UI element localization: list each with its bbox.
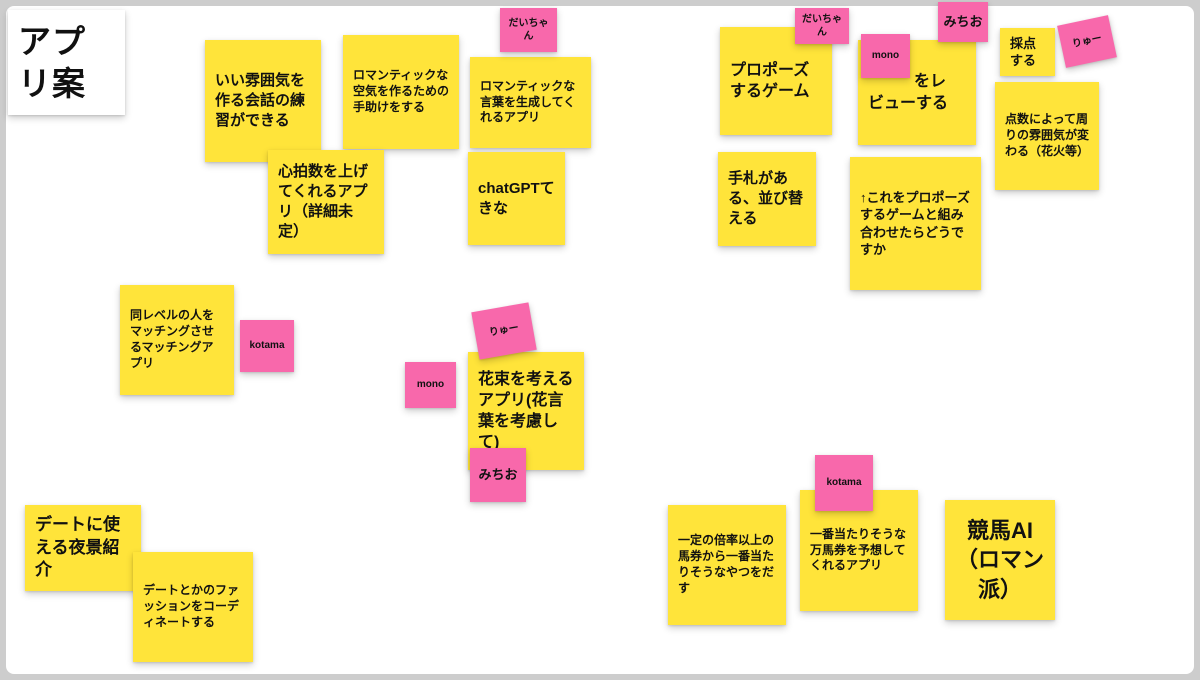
author-tag-mono-1[interactable]: mono — [861, 34, 910, 78]
note-text: いい雰囲気を作る会話の練習ができる — [215, 72, 306, 129]
sticky-note-review[interactable]: をレ ビューする — [858, 40, 976, 145]
note-text: 花束を考えるアプリ(花言葉を考慮して) — [478, 370, 574, 452]
author-name: mono — [871, 50, 900, 62]
sticky-note-propose-game[interactable]: プロポーズするゲーム — [720, 27, 832, 135]
author-name: kotama — [249, 340, 285, 352]
sticky-note-odds-horse-pick[interactable]: 一定の倍率以上の馬券から一番当たりそうなやつをだす — [668, 505, 786, 625]
sticky-note-grading[interactable]: 採点する — [1000, 28, 1055, 76]
sticky-note-good-mood-conversation-practice[interactable]: いい雰囲気を作る会話の練習ができる — [205, 40, 321, 162]
note-text: 競馬AI（ロマン派） — [955, 518, 1044, 602]
note-text: 採点する — [1010, 35, 1037, 68]
note-text: 一番当たりそうな万馬券を予想してくれるアプリ — [810, 526, 907, 573]
sticky-note-matching-app[interactable]: 同レベルの人をマッチングさせるマッチングアプリ — [120, 285, 234, 395]
note-text: ロマンティックな言葉を生成してくれるアプリ — [480, 78, 576, 125]
author-name: kotama — [826, 477, 862, 489]
author-name: だいちゃん — [508, 17, 549, 42]
note-text: 手札がある、並び替える — [728, 170, 804, 227]
note-text: プロポーズするゲーム — [730, 61, 810, 100]
sticky-note-romantic-air-helper[interactable]: ロマンティックな空気を作るための手助けをする — [343, 35, 459, 149]
note-text: 同レベルの人をマッチングさせるマッチングアプリ — [130, 308, 215, 370]
author-tag-michio-2[interactable]: みちお — [470, 448, 526, 502]
sticky-note-score-ambience[interactable]: 点数によって周りの雰囲気が変わる（花火等） — [995, 82, 1099, 190]
author-tag-kotama-1[interactable]: kotama — [240, 320, 294, 372]
author-tag-kotama-2[interactable]: kotama — [815, 455, 873, 511]
note-text: デートに使える夜景紹介 — [35, 515, 120, 580]
author-name: みちお — [943, 14, 983, 30]
author-name: mono — [416, 379, 445, 391]
note-text: アプリ案 — [18, 23, 86, 102]
note-text: 一定の倍率以上の馬券から一番当たりそうなやつをだす — [678, 533, 775, 595]
author-name: りゅー — [488, 322, 520, 339]
sticky-note-hand-cards-sort[interactable]: 手札がある、並び替える — [718, 152, 816, 246]
sticky-note-night-view-date[interactable]: デートに使える夜景紹介 — [25, 505, 141, 591]
sticky-note-keiba-ai[interactable]: 競馬AI（ロマン派） — [945, 500, 1055, 620]
sticky-note-combine-with-propose-game[interactable]: ↑これをプロポーズするゲームと組み合わせたらどうですか — [850, 157, 981, 290]
note-text: をレ ビューする — [868, 73, 949, 112]
author-tag-daichan-2[interactable]: だいちゃん — [795, 8, 849, 44]
author-tag-michio-1[interactable]: みちお — [938, 2, 988, 42]
note-text: 心拍数を上げてくれるアプリ（詳細未定） — [278, 163, 369, 240]
note-text: デートとかのファッションをコーディネートする — [143, 583, 240, 629]
author-name: だいちゃん — [802, 13, 842, 38]
author-tag-daichan-1[interactable]: だいちゃん — [500, 8, 557, 52]
sticky-note-romantic-words-generator[interactable]: ロマンティックな言葉を生成してくれるアプリ — [470, 57, 591, 148]
author-name: みちお — [478, 467, 518, 483]
sticky-note-date-fashion-coordinate[interactable]: デートとかのファッションをコーディネートする — [133, 552, 253, 662]
note-text: ↑これをプロポーズするゲームと組み合わせたらどうですか — [860, 190, 970, 257]
author-tag-mono-2[interactable]: mono — [405, 362, 456, 408]
sticky-note-heart-rate-app[interactable]: 心拍数を上げてくれるアプリ（詳細未定） — [268, 150, 384, 254]
note-text: ロマンティックな空気を作るための手助けをする — [353, 68, 450, 114]
note-text: chatGPTてきな — [478, 179, 555, 217]
author-name: りゅー — [1071, 32, 1103, 50]
sticky-note-chatgpt-like[interactable]: chatGPTてきな — [468, 152, 565, 245]
note-text: 点数によって周りの雰囲気が変わる（花火等） — [1005, 112, 1090, 158]
sticky-note-board-title[interactable]: アプリ案 — [8, 10, 125, 115]
author-tag-ryu-2[interactable]: りゅー — [471, 302, 537, 360]
